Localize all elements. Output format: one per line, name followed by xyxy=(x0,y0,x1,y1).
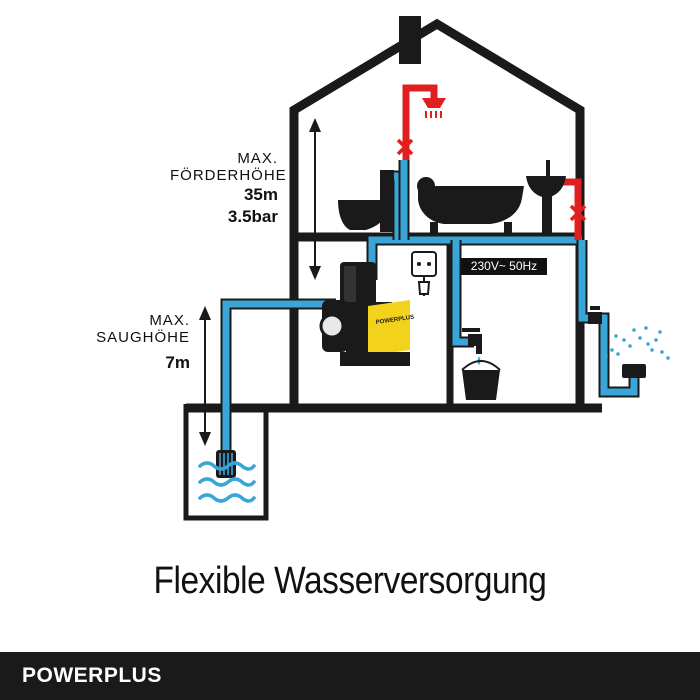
water-supply-diagram: POWERPLUS xyxy=(183,16,670,521)
power-rating-label: 230V~ 50Hz xyxy=(461,258,547,275)
delivery-head-height: 35m xyxy=(243,185,278,204)
delivery-head-pressure: 3.5bar xyxy=(227,207,278,226)
delivery-head-title-line2: FÖRDERHÖHE xyxy=(170,167,287,184)
pump-brand-label: POWERPLUS xyxy=(375,315,414,326)
outdoor-tap-icon xyxy=(588,306,602,324)
suction-head-depth: 7m xyxy=(165,353,190,372)
suction-head-arrow xyxy=(199,306,211,446)
footer-brand-logo: POWERPLUS xyxy=(22,664,162,687)
power-socket-icon xyxy=(411,251,437,296)
delivery-head-title-line1: MAX. xyxy=(237,150,278,167)
toilet-icon xyxy=(338,170,394,232)
suction-head-title-line1: MAX. xyxy=(149,312,190,329)
bathtub-icon xyxy=(417,177,524,234)
cross-marker-sink xyxy=(569,204,587,222)
well-shaft xyxy=(183,404,269,521)
shower-icon xyxy=(422,98,446,118)
intake-filter-icon xyxy=(216,450,236,478)
sink-icon xyxy=(526,160,566,236)
delivery-head-arrow xyxy=(309,118,321,280)
sprinkler-icon xyxy=(604,326,670,378)
suction-head-label: MAX. SAUGHÖHE 7m xyxy=(80,312,190,374)
footer-bar: POWERPLUS xyxy=(0,652,700,700)
water-waves-icon xyxy=(198,461,256,503)
bucket-icon xyxy=(461,360,501,400)
cross-marker-shower xyxy=(396,138,414,156)
hot-pipes xyxy=(402,84,582,240)
delivery-head-label: MAX. FÖRDERHÖHE 35m 3.5bar xyxy=(170,150,287,228)
suction-head-title-line2: SAUGHÖHE xyxy=(96,329,190,346)
diagram-caption: Flexible Wasserversorgung xyxy=(153,560,547,602)
faucet-icon xyxy=(462,328,482,354)
pump-icon: POWERPLUS xyxy=(319,262,415,366)
